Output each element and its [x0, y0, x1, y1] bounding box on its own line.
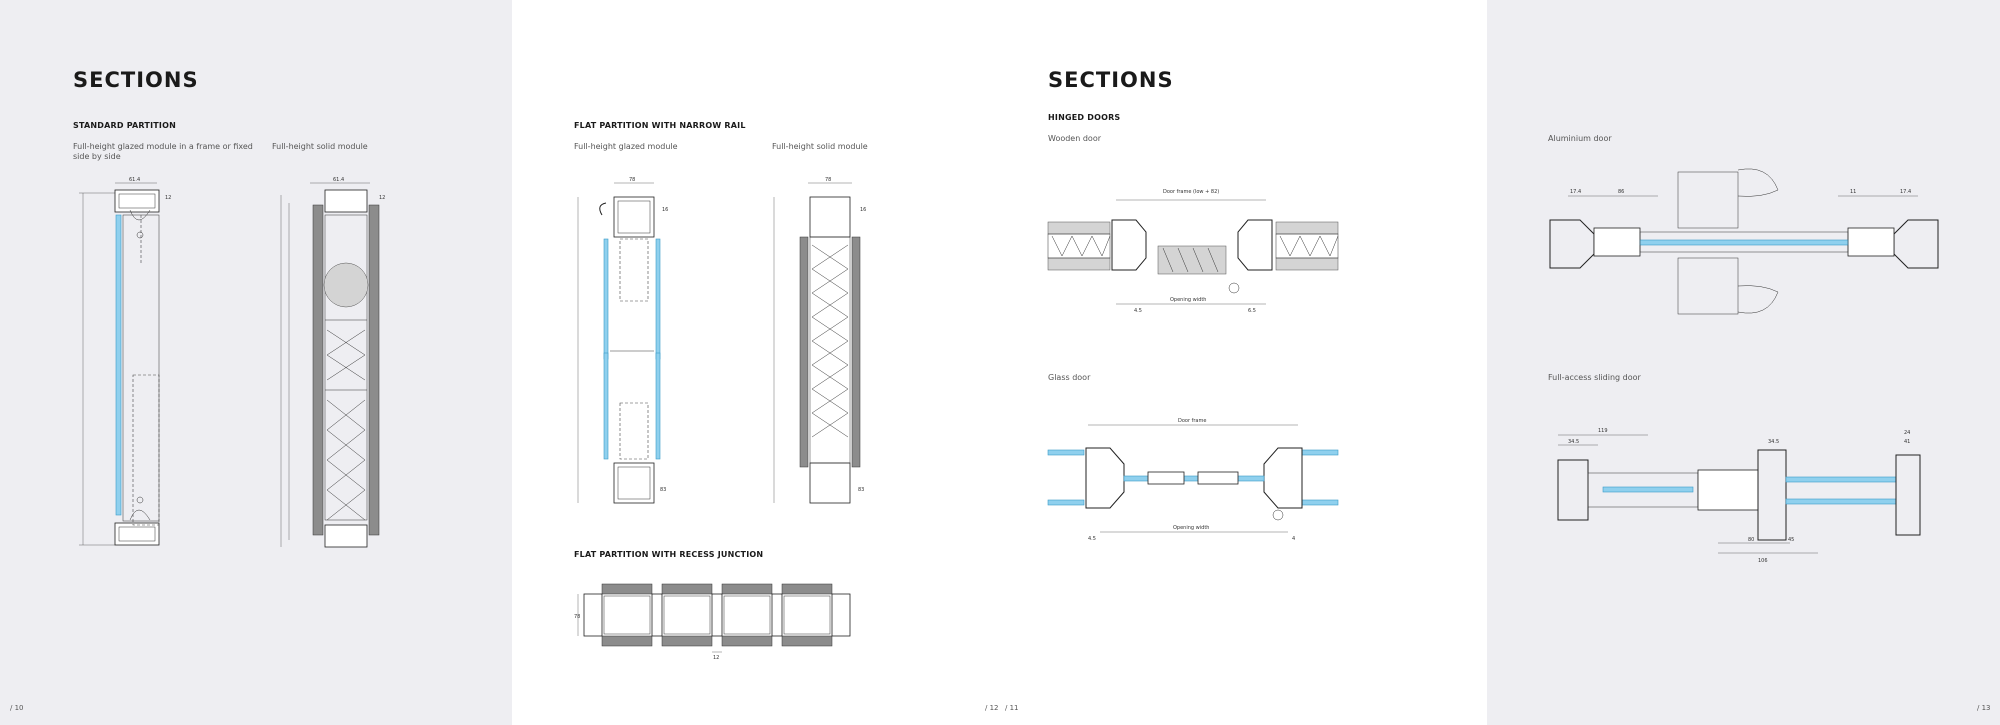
dim-label: 78	[574, 614, 580, 620]
dim-label: 34.5	[1768, 439, 1779, 445]
dim-label: 106	[1758, 558, 1768, 564]
page-title: SECTIONS	[73, 68, 199, 92]
caption-sliding-door: Full-access sliding door	[1548, 373, 1641, 382]
section-drawing-solid-standard: 61.4 12	[280, 177, 385, 548]
caption-glass-door: Glass door	[1048, 373, 1091, 382]
dim-label: 45	[1788, 537, 1794, 543]
dim-label: 61.4	[333, 177, 344, 183]
dim-label: 24	[1904, 430, 1910, 436]
dim-label: 16	[860, 207, 866, 213]
caption-glazed-module: Full-height glazed module in a frame or …	[73, 142, 253, 161]
dim-label: 11	[1850, 189, 1856, 195]
page-number: / 12	[985, 704, 999, 712]
dim-label: 83	[660, 487, 666, 493]
page-number: / 11	[1005, 704, 1019, 712]
dim-label: 17.4	[1900, 189, 1911, 195]
dim-label: 6.5	[1248, 308, 1256, 314]
dim-label: Door frame (low + 82)	[1163, 189, 1219, 195]
dim-label: Opening width	[1170, 297, 1206, 303]
section-drawing-wooden-door: Door frame (low + 82) Opening width 4.5 …	[1047, 189, 1339, 314]
dim-label: 78	[825, 177, 831, 183]
page-left: SECTIONS STANDARD PARTITION Full-height …	[0, 0, 512, 725]
dim-label: 16	[662, 207, 668, 213]
section-drawing-glazed-narrow-rail: 78 16 83	[577, 177, 668, 504]
section-drawing-glazed-standard: 61.4 12	[79, 177, 171, 546]
section-drawing-solid-narrow-rail: 78 16 83	[773, 177, 866, 504]
section-drawing-aluminium-door: 17.4 86 11 17.4	[1549, 168, 1939, 315]
caption-solid-module: Full-height solid module	[772, 142, 868, 151]
dim-label: 78	[629, 177, 635, 183]
caption-glazed-module: Full-height glazed module	[574, 142, 678, 151]
caption-solid-module: Full-height solid module	[272, 142, 368, 151]
dim-label: 4.5	[1134, 308, 1142, 314]
dim-label: Door frame	[1178, 418, 1206, 424]
dim-label: 17.4	[1570, 189, 1581, 195]
dim-label: 61.4	[129, 177, 140, 183]
page-number: / 10	[10, 704, 24, 712]
dim-label: 4.5	[1088, 536, 1096, 542]
caption-wooden-door: Wooden door	[1048, 134, 1101, 143]
dim-label: 12	[165, 195, 171, 201]
page-title: SECTIONS	[1048, 68, 1174, 92]
page-middle: FLAT PARTITION WITH NARROW RAIL Full-hei…	[512, 0, 1487, 725]
dim-label: 80	[1748, 537, 1754, 543]
dim-label: 34.5	[1568, 439, 1579, 445]
dim-label: 12	[379, 195, 385, 201]
section-subtitle-recess-junction: FLAT PARTITION WITH RECESS JUNCTION	[574, 550, 764, 559]
dim-label: 12	[713, 655, 719, 661]
section-subtitle: STANDARD PARTITION	[73, 121, 176, 130]
dim-label: 83	[858, 487, 864, 493]
dim-label: 41	[1904, 439, 1910, 445]
dim-label: 4	[1292, 536, 1295, 542]
page-number: / 13	[1977, 704, 1991, 712]
dim-label: 119	[1598, 428, 1608, 434]
section-drawing-recess-junction: 78 12	[574, 583, 851, 661]
section-subtitle-hinged-doors: HINGED DOORS	[1048, 113, 1121, 122]
section-drawing-glass-door: Door frame Opening width 4.5 4	[1047, 418, 1339, 542]
dim-label: Opening width	[1173, 525, 1209, 531]
section-subtitle-narrow-rail: FLAT PARTITION WITH NARROW RAIL	[574, 121, 746, 130]
section-drawing-sliding-door: 119 34.5 34.5 24 41 80 45 106	[1557, 428, 1921, 564]
dim-label: 86	[1618, 189, 1624, 195]
page-right: Aluminium door 17.4 86 11 17.4 Full-acce…	[1487, 0, 2000, 725]
caption-aluminium-door: Aluminium door	[1548, 134, 1612, 143]
